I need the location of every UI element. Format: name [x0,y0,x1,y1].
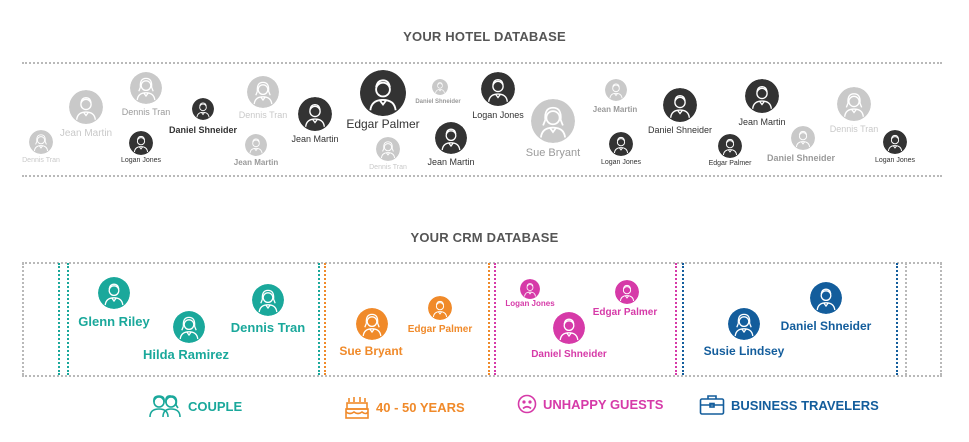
crm-person-name: Susie Lindsey [703,344,785,358]
hotel-person-avatar [791,126,815,150]
hotel-person-avatar [245,134,267,156]
crm-person-avatar [553,312,585,344]
hotel-person-avatar [745,79,779,113]
hotel-person-avatar [609,132,633,156]
hotel-person-avatar [605,79,627,101]
crm-person-avatar [615,280,639,304]
legend-item-age: 40 - 50 YEARS [344,394,465,420]
hotel-person-name: Dennis Tran [238,110,288,120]
crm-person-avatar [520,279,540,299]
hotel-person-avatar [481,72,515,106]
hotel-database-title: YOUR HOTEL DATABASE [403,29,566,44]
hotel-person-name: Dennis Tran [121,107,171,117]
segment-separator [67,263,69,375]
hotel-person-name: Dennis Tran [369,164,407,171]
legend-label-couple: COUPLE [188,398,243,414]
crm-person-avatar [728,308,760,340]
hotel-person-name: Jean Martin [427,157,475,167]
crm-person-name: Edgar Palmer [592,307,658,318]
hotel-bottom-divider [22,175,942,177]
hotel-person-name: Logan Jones [600,159,642,166]
couple-icon [149,395,181,418]
hotel-person-avatar [29,130,53,154]
hotel-person-name: Daniel Shneider [766,153,836,163]
segment-separator [905,263,907,375]
hotel-person-name: Logan Jones [874,157,916,164]
hotel-top-divider [22,62,942,64]
hotel-person-name: Dennis Tran [829,124,879,134]
crm-person-avatar [173,311,205,343]
hotel-person-name: Jean Martin [291,134,339,144]
crm-person-name: Daniel Shneider [531,349,607,360]
segment-separator [896,263,898,375]
crm-person-name: Edgar Palmer [407,324,473,335]
hotel-person-avatar [718,134,742,158]
hotel-person-avatar [883,130,907,154]
hotel-person-avatar [376,137,400,161]
hotel-person-avatar [531,99,575,143]
crm-person-avatar [810,282,842,314]
hotel-person-avatar [69,90,103,124]
segment-separator [58,263,60,375]
crm-database-title: YOUR CRM DATABASE [410,230,559,245]
crm-top-divider [22,262,942,264]
hotel-person-name: Dennis Tran [22,157,60,164]
segment-separator [494,263,496,375]
segment-separator [324,263,326,375]
hotel-person-name: Jean Martin [233,158,279,167]
segment-separator [682,263,684,375]
crm-person-avatar [356,308,388,340]
hotel-person-name: Jean Martin [592,105,638,114]
crm-person-avatar [98,277,130,309]
hotel-person-avatar [298,97,332,131]
hotel-person-name: Edgar Palmer [346,117,420,131]
hotel-person-avatar [129,131,153,155]
crm-bottom-divider [22,375,942,377]
crm-person-name: Sue Bryant [339,344,403,358]
segment-separator [318,263,320,375]
hotel-person-name: Jean Martin [738,117,786,127]
segment-separator [675,263,677,375]
legend-label-age: 40 - 50 YEARS [376,399,465,415]
hotel-person-name: Edgar Palmer [708,160,752,167]
hotel-person-avatar [130,72,162,104]
segment-separator [488,263,490,375]
segment-separator [940,263,942,375]
hotel-person-avatar [837,87,871,121]
birthday-cake-icon [345,397,369,419]
legend-label-business: BUSINESS TRAVELERS [731,397,879,413]
crm-person-name: Daniel Shneider [780,319,872,333]
crm-person-avatar [428,296,452,320]
hotel-person-name: Daniel Shneider [168,125,238,135]
legend-item-business: BUSINESS TRAVELERS [699,394,879,416]
crm-person-name: Hilda Ramirez [143,347,229,362]
hotel-person-avatar [247,76,279,108]
legend-item-unhappy: UNHAPPY GUESTS [517,394,663,414]
hotel-person-name: Jean Martin [59,128,113,139]
hotel-person-avatar [435,122,467,154]
hotel-person-name: Logan Jones [472,110,524,120]
hotel-person-name: Logan Jones [120,157,162,164]
legend-label-unhappy: UNHAPPY GUESTS [543,396,664,412]
hotel-person-avatar [663,88,697,122]
hotel-person-name: Daniel Shneider [647,125,713,135]
crm-person-name: Logan Jones [505,299,555,308]
crm-person-name: Dennis Tran [230,320,306,335]
crm-person-avatar [252,284,284,316]
briefcase-icon [699,395,725,415]
hotel-person-name: Sue Bryant [525,147,581,159]
hotel-person-avatar [360,70,406,116]
hotel-person-avatar [192,98,214,120]
crm-person-name: Glenn Riley [78,314,150,329]
hotel-person-avatar [432,79,448,95]
sad-face-icon [517,394,537,414]
segment-separator [22,263,24,375]
legend-item-couple: COUPLE [148,394,242,418]
hotel-person-name: Daniel Shneider [415,99,461,105]
